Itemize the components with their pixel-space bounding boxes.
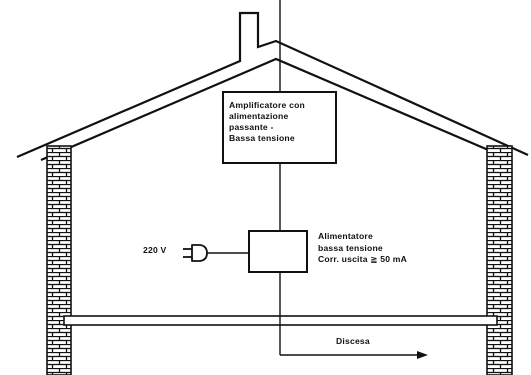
amplifier-label: Amplificatore con alimentazione passante… (229, 100, 305, 144)
roof (16, 11, 529, 162)
roof-outer-line (16, 11, 529, 159)
amplifier-label-line-1: Amplificatore con (229, 100, 305, 110)
power-supply-box (248, 230, 308, 273)
power-supply-label-line-1: Alimentatore (318, 231, 373, 241)
power-supply-label-line-3: Corr. uscita ≧ 50 mA (318, 254, 408, 264)
plug-icon (183, 244, 208, 262)
mains-voltage-label: 220 V (143, 245, 167, 255)
amplifier-label-line-3: passante - (229, 122, 274, 132)
amplifier-label-line-4: Bassa tensione (229, 133, 295, 143)
amplifier-label-line-2: alimentazione (229, 111, 289, 121)
left-brick-wall (46, 145, 72, 375)
power-supply-label: Alimentatore bassa tensione Corr. uscita… (318, 231, 407, 266)
amplifier-box (222, 91, 337, 164)
power-supply-label-line-2: bassa tensione (318, 242, 383, 253)
roof-inner-line (40, 57, 508, 162)
downlead-label: Discesa (336, 336, 370, 346)
downlead-arrowhead (417, 351, 428, 359)
right-brick-wall (486, 145, 513, 375)
